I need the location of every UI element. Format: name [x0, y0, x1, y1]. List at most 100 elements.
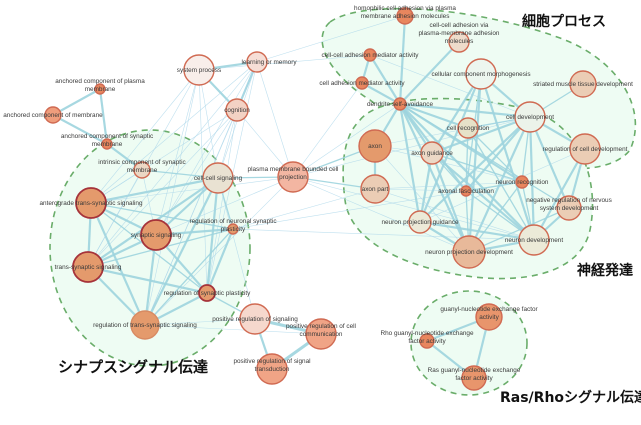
node-neuron-proj-development[interactable]	[452, 235, 486, 269]
edge-learning_memory-anterograde	[90, 61, 258, 204]
node-ras-gef[interactable]	[461, 365, 487, 391]
node-axon[interactable]	[358, 129, 392, 163]
node-label-line: intrinsic component of synaptic	[98, 159, 186, 166]
node-cc-adhesion-mediator[interactable]	[363, 48, 377, 62]
node-homophilic[interactable]	[396, 7, 414, 25]
edge-axon_guidance-neuron_proj_development	[430, 152, 471, 253]
node-axon-part[interactable]	[360, 174, 390, 204]
node-guanyl-gef[interactable]	[475, 303, 503, 331]
node-label-trans-synaptic: trans-synaptic signaling	[55, 264, 122, 271]
node-label-line: plasticity	[221, 226, 246, 233]
node-anch-synaptic[interactable]	[101, 138, 113, 150]
node-label-neuron-development: neuron development	[505, 237, 563, 244]
node-label-line: cognition	[224, 107, 250, 114]
node-cc-adhesion-plasma[interactable]	[448, 31, 470, 53]
node-synaptic-signaling[interactable]	[140, 219, 172, 251]
edge-anch_plasma-anch_membrane	[52, 88, 101, 116]
edge-axonal_fasciculation-neuron_recognition	[465, 181, 523, 192]
node-cognition[interactable]	[225, 98, 249, 122]
node-label-line: activity	[479, 314, 499, 321]
edge-anch_plasma-anch_synaptic	[98, 88, 109, 145]
edge-learning_memory-homophilic	[256, 15, 406, 63]
node-reg-trans-synaptic[interactable]	[130, 310, 160, 340]
node-axonal-fasciculation[interactable]	[460, 185, 472, 197]
node-striated[interactable]	[569, 70, 597, 98]
node-label-line: regulation of neuronal synaptic	[189, 218, 277, 225]
node-anch-plasma[interactable]	[94, 83, 106, 95]
edge-cell_development-axonal_fasciculation	[465, 116, 531, 192]
node-label-line: synaptic signaling	[131, 232, 182, 239]
edge-cognition-reg_synaptic_plasticity	[206, 109, 238, 294]
node-label-reg-trans-synaptic: regulation of trans-synaptic signaling	[93, 322, 197, 329]
edge-plasma_bounded-anterograde	[90, 176, 294, 204]
node-layer	[44, 7, 601, 391]
edge-reg_trans_synaptic-pos_reg_signaling	[144, 318, 256, 326]
edge-cell_recognition-neuron_recognition	[467, 127, 523, 183]
edge-learning_memory-synaptic_signaling	[155, 61, 258, 236]
node-pos-reg-transduction[interactable]	[256, 353, 288, 385]
edge-cell_adhesion_mediator-plasma_bounded	[292, 82, 363, 178]
node-reg-neuronal-plasticity[interactable]	[227, 223, 239, 235]
node-learning-memory[interactable]	[246, 51, 268, 73]
node-cell-cell-signaling[interactable]	[202, 162, 234, 194]
node-cell-development[interactable]	[514, 101, 546, 133]
node-plasma-bounded[interactable]	[277, 161, 309, 193]
node-reg-cell-development[interactable]	[569, 133, 601, 165]
node-label-line: factor activity	[455, 375, 493, 382]
edge-cell_development-neg_reg_nervous	[528, 116, 571, 209]
node-label-neuron-recognition: neuron recognition	[496, 179, 549, 186]
node-anch-membrane[interactable]	[44, 106, 62, 124]
node-neuron-recognition[interactable]	[515, 175, 529, 189]
node-cc-morphogenesis[interactable]	[465, 58, 497, 90]
node-cell-recognition[interactable]	[457, 117, 479, 139]
node-system-process[interactable]	[183, 54, 215, 86]
node-trans-synaptic[interactable]	[72, 251, 104, 283]
node-label-cell-development: cell development	[506, 114, 554, 121]
edge-anterograde-reg_trans_synaptic	[89, 202, 147, 326]
node-pos-reg-comm[interactable]	[305, 318, 337, 350]
node-label-line: positive regulation of signaling	[212, 316, 298, 323]
edge-reg_cell_development-neuron_development	[533, 148, 586, 241]
node-cell-adhesion-mediator[interactable]	[355, 76, 369, 90]
node-label-line: molecules	[445, 38, 474, 45]
node-axon-guidance[interactable]	[420, 141, 444, 165]
node-label-line: anchored component of synaptic	[61, 133, 154, 140]
node-label-line: factor activity	[408, 338, 446, 345]
node-neuron-development[interactable]	[518, 224, 550, 256]
cluster-title-cell-processes: 細胞プロセス	[522, 13, 606, 30]
cluster-title-neural-development: 神経発達	[577, 262, 633, 279]
node-dendrite[interactable]	[393, 97, 407, 111]
node-pos-reg-signaling[interactable]	[239, 303, 271, 335]
node-label-line: membrane	[92, 141, 123, 148]
edge-cognition-reg_trans_synaptic	[144, 109, 238, 326]
node-neg-reg-nervous[interactable]	[556, 195, 582, 221]
node-label-cc-morphogenesis: cellular component morphogenesis	[431, 71, 530, 78]
edge-cc_adhesion_mediator-dendrite	[369, 54, 401, 105]
node-label-synaptic-signaling: synaptic signaling	[131, 232, 182, 239]
node-neuron-proj-guidance[interactable]	[408, 210, 432, 234]
node-label-line: system development	[540, 205, 599, 212]
node-label-line: axon part	[362, 186, 389, 193]
node-reg-synaptic-plasticity[interactable]	[198, 284, 216, 302]
node-label-line: communication	[300, 331, 343, 338]
node-rho-gef[interactable]	[419, 333, 435, 349]
node-label-striated: striated muscle tissue development	[533, 81, 633, 88]
node-label-line: system process	[177, 67, 221, 74]
node-label-axonal-fasciculation: axonal fasciculation	[438, 188, 494, 195]
edge-cell_cell_signaling-reg_trans_synaptic	[144, 177, 219, 326]
node-label-line: Rho guanyl-nucleotide exchange	[380, 330, 474, 337]
edge-reg_synaptic_plasticity-reg_neuronal_plasticity	[205, 228, 235, 294]
node-anterograde[interactable]	[75, 187, 107, 219]
node-intrinsic-synaptic[interactable]	[133, 161, 151, 179]
node-label-dendrite: dendrite self-avoidance	[367, 101, 434, 108]
node-label-reg-synaptic-plasticity: regulation of synaptic plasticity	[164, 290, 251, 297]
node-label-cell-cell-signaling: cell-cell signaling	[194, 175, 243, 182]
node-label-cell-recognition: cell recognition	[447, 125, 490, 132]
edge-cc_adhesion_plasma-dendrite	[399, 41, 460, 105]
edge-axon-neuron_recognition	[374, 145, 523, 183]
edge-cell_development-axon_guidance	[431, 115, 531, 155]
